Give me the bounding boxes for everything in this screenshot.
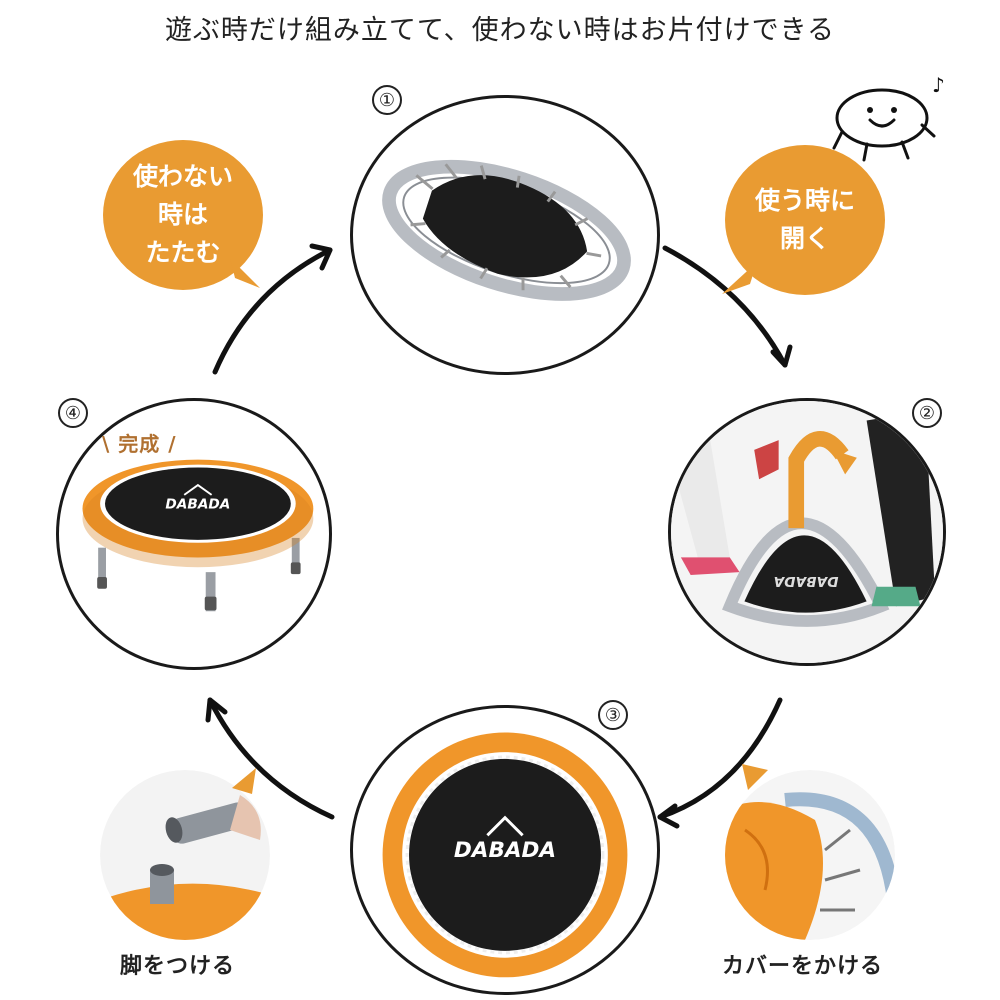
step-4-number: ④ (58, 398, 88, 428)
attach-cover-photo (725, 770, 895, 940)
attach-cover-pointer-icon (742, 764, 768, 790)
step-3-logo: DABADA (454, 838, 556, 863)
step-4-logo: DABADA (165, 497, 230, 513)
attach-legs-photo (100, 770, 270, 940)
arrow-2-to-3 (657, 697, 783, 820)
step-2-number: ② (912, 398, 942, 428)
step-1-number: ① (372, 85, 402, 115)
mascot-icon: ♪ (832, 73, 945, 162)
bubble-open-tail (722, 262, 757, 294)
step-2-opening-photo: DABADA (668, 398, 946, 666)
step-3-cover-photo: DABADA (350, 705, 660, 995)
completion-badge: \ 完成 / (102, 432, 177, 456)
arrow-1-to-2 (662, 245, 788, 368)
step-4-complete-photo: DABADA (56, 398, 332, 670)
caption-attach-legs: 脚をつける (120, 954, 236, 979)
step-2-logo: DABADA (774, 573, 839, 589)
attach-legs-pointer-icon (232, 768, 256, 794)
arrow-4-to-1 (212, 247, 333, 375)
step-1-folded-photo (350, 95, 660, 375)
page-title: 遊ぶ時だけ組み立てて、使わない時はお片付けできる (164, 15, 836, 46)
caption-attach-cover: カバーをかける (722, 954, 884, 979)
arrow-3-to-4 (207, 697, 335, 820)
step-3-number: ③ (598, 700, 628, 730)
bubble-fold-tail (230, 258, 260, 288)
music-note-icon: ♪ (932, 73, 945, 97)
